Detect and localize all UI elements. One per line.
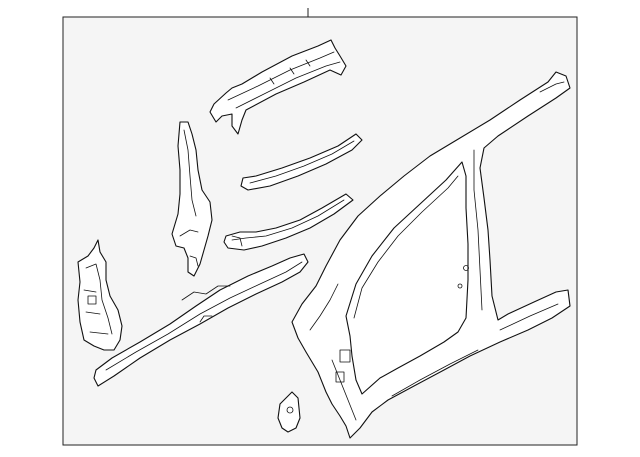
- lower-rail-reinforcement: [223, 193, 354, 251]
- bracket: [277, 391, 301, 433]
- rocker-panel-reinforcement: [93, 253, 309, 387]
- diagram-frame: [62, 16, 578, 446]
- side-panel-aperture: [291, 71, 571, 439]
- hinge-pillar-reinforcement: [77, 239, 123, 351]
- roof-rail-front: [209, 39, 347, 135]
- pillar-reinforcement: [171, 121, 213, 277]
- roof-rail-reinforcement: [240, 133, 363, 191]
